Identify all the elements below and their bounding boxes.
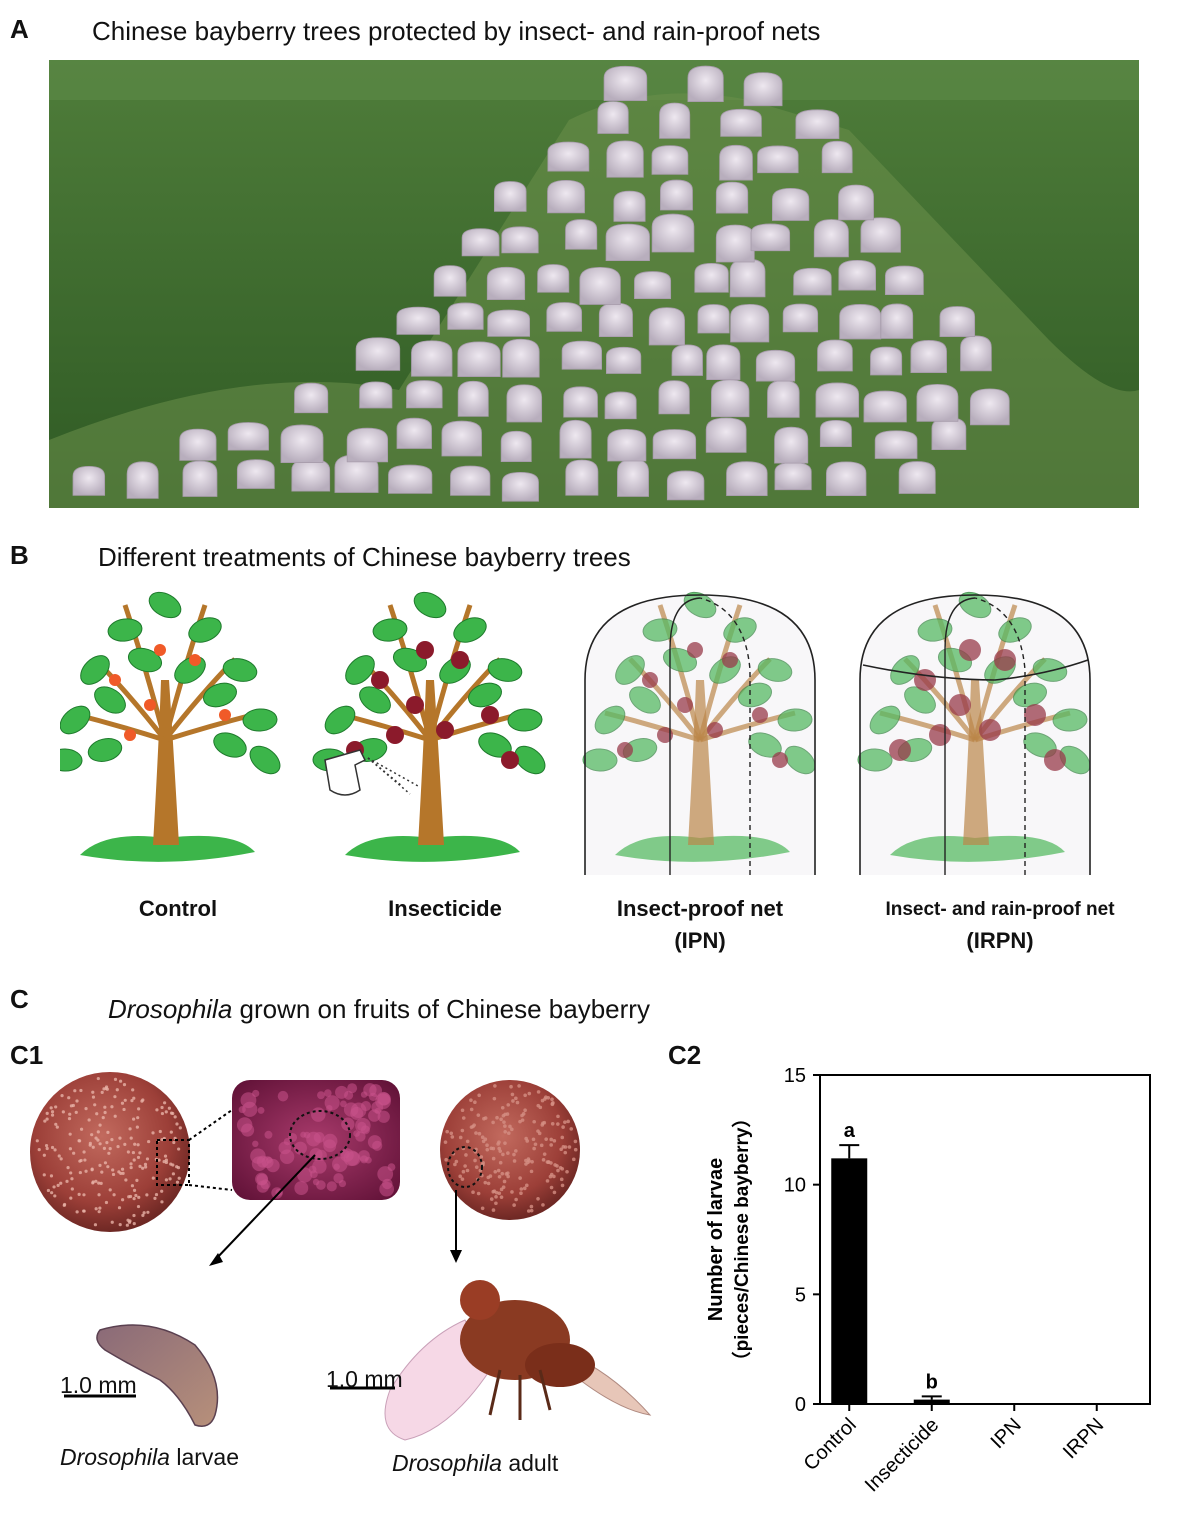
y-tick-label: 5 <box>795 1284 806 1306</box>
scale-label-right: 1.0 mm <box>326 1366 403 1392</box>
significance-letter: b <box>926 1371 938 1393</box>
adult-caption-italic: Drosophila <box>392 1450 502 1476</box>
y-axis-label-units: （pieces/Chinese bayberry） <box>730 1109 753 1371</box>
bayberry-fruit-right <box>440 1080 580 1220</box>
panel-c-title-italic: Drosophila <box>108 994 233 1024</box>
drosophila-larva-image <box>96 1324 219 1427</box>
treatment-label-irpn-abbr: (IRPN) <box>966 928 1034 953</box>
treatment-label-ipn-abbr: (IPN) <box>674 928 726 953</box>
x-tick-label: IRPN <box>1059 1414 1108 1463</box>
treatment-label-control: Control <box>138 896 218 921</box>
panel-c1-letter: C1 <box>10 1040 44 1070</box>
panel-c-letter: C <box>10 984 29 1014</box>
larvae-caption-italic: Drosophila <box>60 1444 170 1470</box>
y-tick-label: 0 <box>795 1394 806 1416</box>
bar-insecticide <box>913 1399 950 1404</box>
adult-caption: Drosophila adult <box>392 1450 558 1477</box>
drosophila-adult-image <box>384 1280 652 1441</box>
treatment-label-ipn: Insect-proof net <box>616 896 784 921</box>
y-tick-label: 10 <box>784 1175 806 1197</box>
panel-c2-letter: C2 <box>668 1040 702 1070</box>
significance-letter: a <box>844 1120 856 1142</box>
larvae-caption-rest: larvae <box>169 1444 239 1470</box>
panel-c-title: Drosophila grown on fruits of Chinese ba… <box>108 994 650 1025</box>
adult-caption-rest: adult <box>501 1450 559 1476</box>
panel-b-letter: B <box>10 540 29 570</box>
panel-a-title: Chinese bayberry trees protected by inse… <box>92 16 821 46</box>
scale-label-left: 1.0 mm <box>60 1372 137 1398</box>
drosophila-illustrations <box>30 1072 652 1441</box>
x-tick-label: Control <box>800 1414 861 1475</box>
chart-frame <box>819 1074 1151 1405</box>
bar-control <box>831 1158 868 1404</box>
panel-c-title-rest: grown on fruits of Chinese bayberry <box>232 994 650 1024</box>
treatment-illustrations <box>60 591 1091 875</box>
panel-b-title: Different treatments of Chinese bayberry… <box>98 542 631 572</box>
netted-orchard-photo <box>49 60 1139 508</box>
y-axis-label: Number of larvae <box>705 1158 727 1321</box>
larvae-caption: Drosophila larvae <box>60 1444 239 1471</box>
treatment-label-insecticide: Insecticide <box>388 896 502 921</box>
x-tick-label: IPN <box>987 1414 1026 1453</box>
panel-a-letter: A <box>10 14 29 44</box>
y-tick-label: 15 <box>784 1065 806 1087</box>
x-tick-label: Insecticide <box>861 1414 943 1496</box>
treatment-label-irpn: Insect- and rain-proof net <box>885 899 1115 920</box>
bayberry-fruit-left <box>30 1072 190 1232</box>
